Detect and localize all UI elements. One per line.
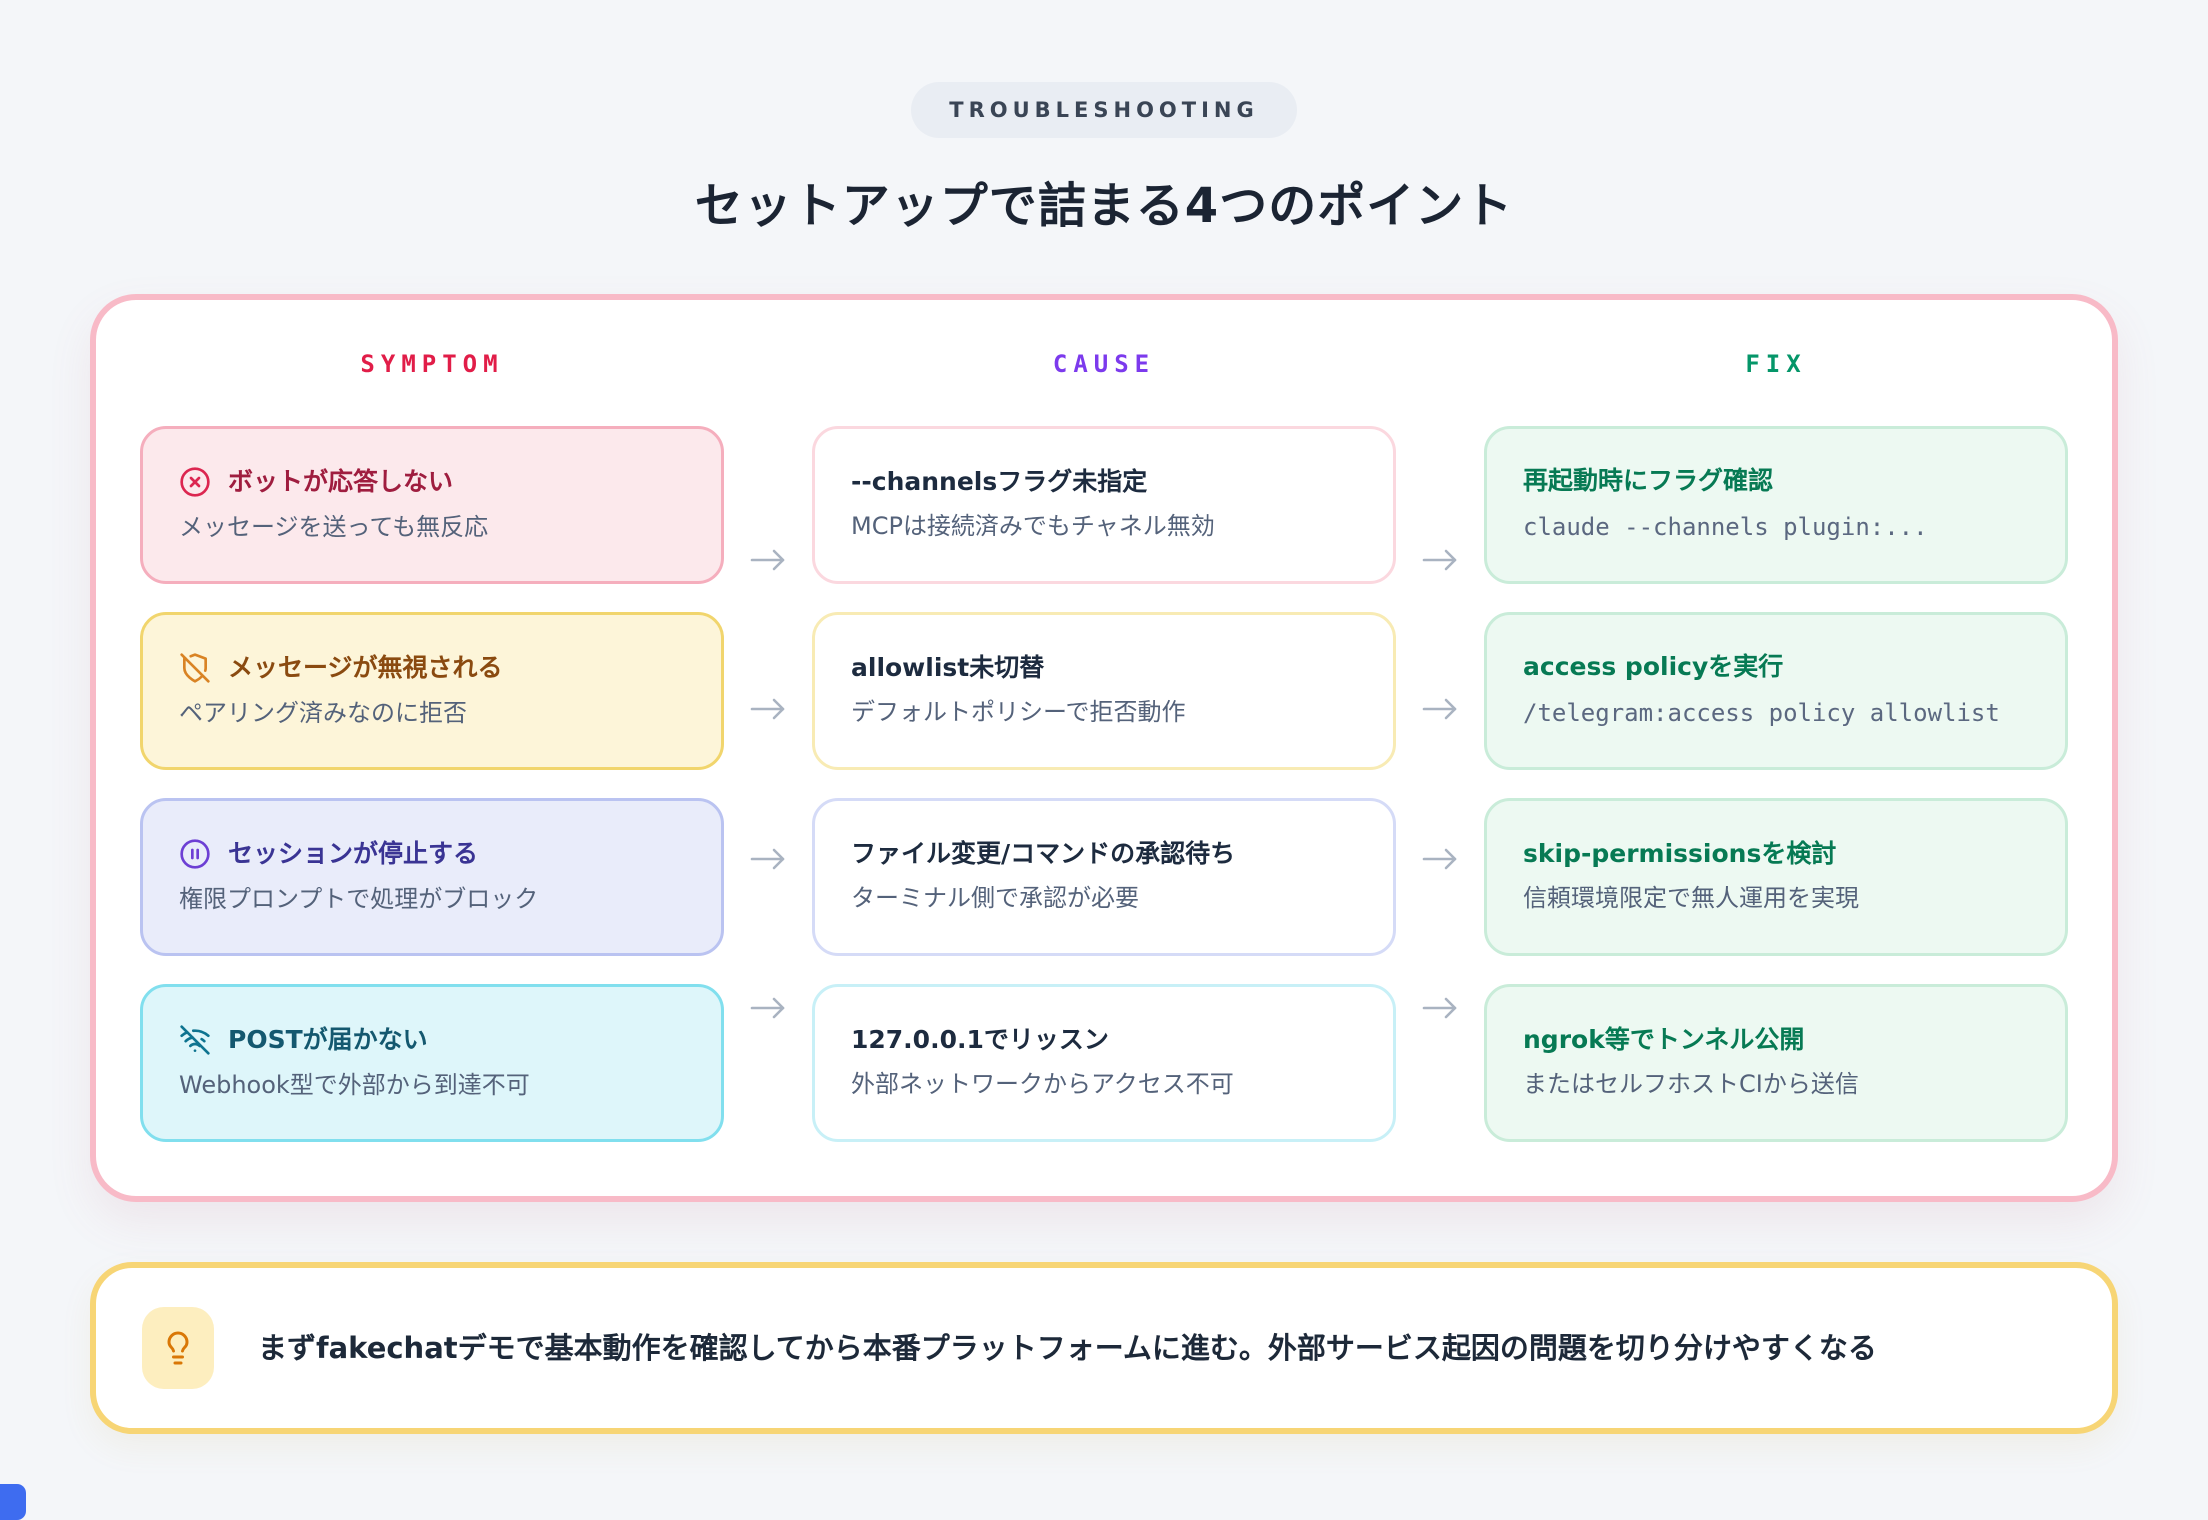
fix-command: /telegram:access policy allowlist	[1523, 698, 2000, 727]
column-header-cause: CAUSE	[1052, 350, 1156, 378]
wifi-off-icon	[179, 1024, 211, 1056]
fix-command: claude --channels plugin:...	[1523, 512, 1928, 541]
fix-card-skip-permissions: skip-permissionsを検討 信頼環境限定で無人運用を実現	[1484, 798, 2068, 956]
fix-title: access policyを実行	[1523, 652, 1784, 682]
cause-title: ファイル変更/コマンドの承認待ち	[851, 839, 1236, 869]
cause-card-allowlist: allowlist未切替 デフォルトポリシーで拒否動作	[812, 612, 1396, 770]
arrows-symptom-to-cause	[724, 426, 812, 1142]
arrows-cause-to-fix	[1396, 426, 1484, 1142]
symptom-card-bot-not-responding: ボットが応答しない メッセージを送っても無反応	[140, 426, 724, 584]
x-circle-icon	[179, 466, 211, 498]
badge-container: TROUBLESHOOTING	[0, 0, 2208, 138]
tip-icon-container	[142, 1307, 214, 1389]
symptom-title-text: セッションが停止する	[228, 839, 479, 869]
symptom-title-text: メッセージが無視される	[228, 653, 503, 683]
symptom-title: ボットが応答しない	[179, 466, 685, 498]
cause-title: --channelsフラグ未指定	[851, 467, 1148, 497]
symptom-subtitle: ペアリング済みなのに拒否	[179, 698, 467, 727]
symptom-subtitle: 権限プロンプトで処理がブロック	[179, 884, 539, 913]
symptom-cause-fix-grid: SYMPTOM CAUSE FIX ボットが応答しない メッセージを送っても無反…	[140, 350, 2068, 1142]
symptom-title: POSTが届かない	[179, 1024, 685, 1056]
column-header-symptom: SYMPTOM	[360, 350, 504, 378]
cause-card-channels-flag: --channelsフラグ未指定 MCPは接続済みでもチャネル無効	[812, 426, 1396, 584]
cause-subtitle: ターミナル側で承認が必要	[851, 884, 1139, 913]
symptom-subtitle: Webhook型で外部から到達不可	[179, 1070, 530, 1099]
right-arrow-icon	[746, 993, 790, 1023]
symptom-card-messages-ignored: メッセージが無視される ペアリング済みなのに拒否	[140, 612, 724, 770]
tip-banner: まずfakechatデモで基本動作を確認してから本番プラットフォームに進む。外部…	[90, 1262, 2118, 1434]
page-title: セットアップで詰まる4つのポイント	[694, 178, 1514, 234]
cause-card-localhost-listen: 127.0.0.1でリッスン 外部ネットワークからアクセス不可	[812, 984, 1396, 1142]
pause-circle-icon	[179, 838, 211, 870]
cause-card-approval-wait: ファイル変更/コマンドの承認待ち ターミナル側で承認が必要	[812, 798, 1396, 956]
troubleshooting-panel: SYMPTOM CAUSE FIX ボットが応答しない メッセージを送っても無反…	[90, 294, 2118, 1202]
symptom-title: メッセージが無視される	[179, 652, 685, 684]
right-arrow-icon	[1418, 993, 1462, 1023]
symptom-title: セッションが停止する	[179, 838, 685, 870]
symptom-subtitle: メッセージを送っても無反応	[179, 512, 489, 541]
symptom-card-session-stops: セッションが停止する 権限プロンプトで処理がブロック	[140, 798, 724, 956]
cause-title: 127.0.0.1でリッスン	[851, 1025, 1109, 1055]
fix-subtitle: またはセルフホストCIから送信	[1523, 1070, 1859, 1099]
cause-subtitle: MCPは接続済みでもチャネル無効	[851, 512, 1215, 541]
right-arrow-icon	[746, 545, 790, 575]
blue-corner-fragment	[0, 1484, 26, 1520]
column-header-fix: FIX	[1745, 350, 1807, 378]
troubleshooting-badge: TROUBLESHOOTING	[911, 82, 1297, 138]
right-arrow-icon	[1418, 694, 1462, 724]
shield-off-icon	[179, 652, 211, 684]
fix-subtitle: 信頼環境限定で無人運用を実現	[1523, 884, 1859, 913]
cause-title: allowlist未切替	[851, 653, 1045, 683]
fix-title: skip-permissionsを検討	[1523, 839, 1837, 869]
right-arrow-icon	[1418, 844, 1462, 874]
cause-subtitle: 外部ネットワークからアクセス不可	[851, 1070, 1234, 1099]
right-arrow-icon	[1418, 545, 1462, 575]
symptom-card-post-not-arriving: POSTが届かない Webhook型で外部から到達不可	[140, 984, 724, 1142]
right-arrow-icon	[746, 844, 790, 874]
fix-card-ngrok-tunnel: ngrok等でトンネル公開 またはセルフホストCIから送信	[1484, 984, 2068, 1142]
right-arrow-icon	[746, 694, 790, 724]
symptom-title-text: ボットが応答しない	[228, 467, 454, 497]
fix-title: ngrok等でトンネル公開	[1523, 1025, 1805, 1055]
fix-card-access-policy: access policyを実行 /telegram:access policy…	[1484, 612, 2068, 770]
lightbulb-icon	[160, 1330, 196, 1366]
cause-subtitle: デフォルトポリシーで拒否動作	[851, 698, 1186, 727]
tip-text: まずfakechatデモで基本動作を確認してから本番プラットフォームに進む。外部…	[258, 1330, 1877, 1365]
fix-title: 再起動時にフラグ確認	[1523, 466, 1774, 496]
symptom-title-text: POSTが届かない	[228, 1025, 428, 1055]
fix-card-check-flags: 再起動時にフラグ確認 claude --channels plugin:...	[1484, 426, 2068, 584]
